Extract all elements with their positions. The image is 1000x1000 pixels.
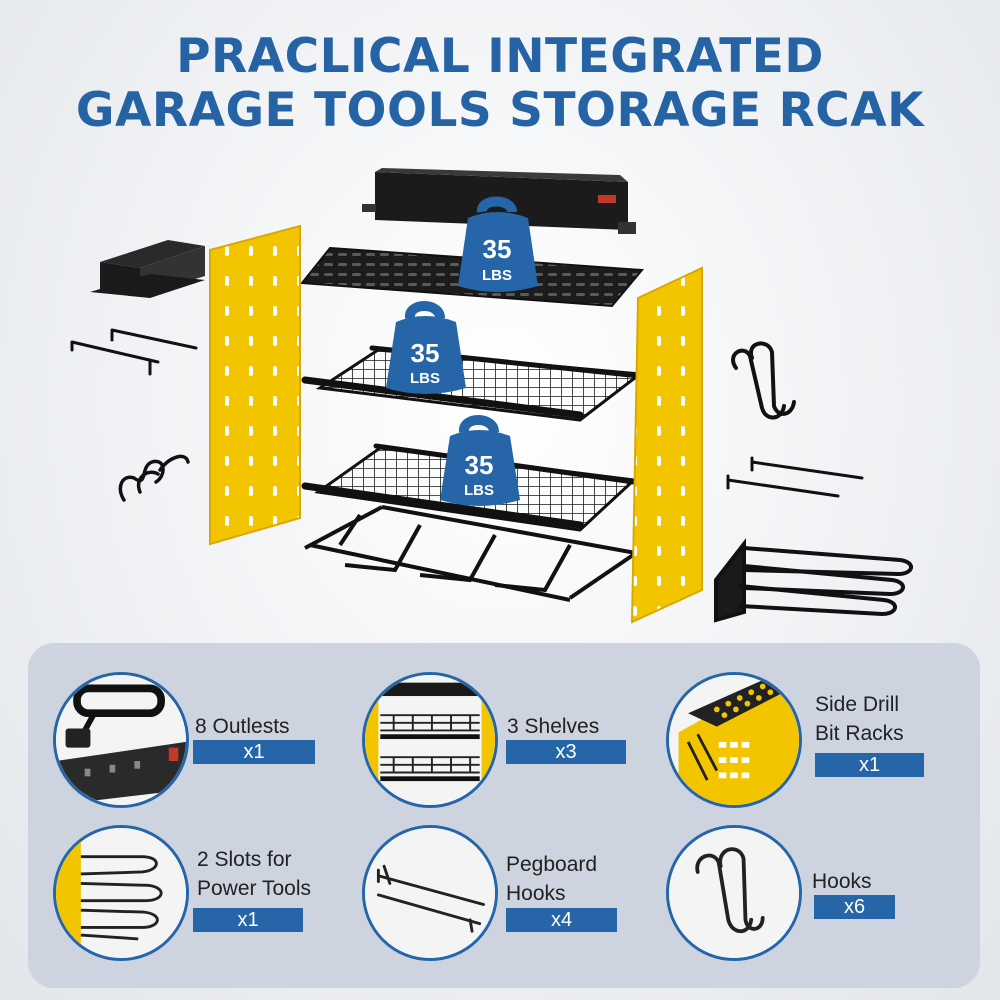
weight-number: 35	[411, 338, 440, 368]
weight-number: 35	[483, 234, 512, 264]
rack-exploded-illustration: 35 LBS 35 LBS 35 LBS	[70, 168, 913, 624]
feature-qty-shelves: x3	[506, 740, 626, 764]
power-strip-icon	[53, 672, 189, 808]
feature-qty-power-tool-slots: x1	[193, 908, 303, 932]
weight-badge-bottom: 35 LBS	[440, 415, 520, 506]
left-s-hooks	[118, 454, 190, 502]
weight-badge-middle: 35 LBS	[386, 301, 466, 394]
feature-label-drill-bit-racks: Side Drill Bit Racks	[815, 693, 904, 745]
feature-label-pegboard-hooks: Pegboard Hooks	[506, 853, 598, 905]
feature-label-outlets: 8 Outlests	[195, 715, 290, 738]
feature-qty-drill-bit-racks: x1	[815, 753, 924, 777]
weight-unit: LBS	[482, 267, 512, 284]
feature-qty-outlets: x1	[193, 740, 315, 764]
right-side-panel	[630, 266, 703, 624]
page-title: PRACLICAL INTEGRATED GARAGE TOOLS STORAG…	[0, 30, 1000, 138]
drill-bit-rack-part	[90, 240, 205, 298]
weight-number: 35	[465, 450, 494, 480]
feature-qty-hooks: x6	[814, 895, 895, 919]
right-pegboard-hooks	[726, 456, 864, 498]
weight-unit: LBS	[410, 370, 440, 387]
title-line-1: PRACLICAL INTEGRATED	[176, 29, 824, 84]
weight-badge-top: 35 LBS	[458, 196, 538, 292]
feature-qty-pegboard-hooks: x4	[506, 908, 617, 932]
right-power-tool-holder	[714, 538, 913, 623]
features-panel	[28, 643, 980, 988]
s-hook-icon	[666, 825, 802, 961]
feature-label-shelves: 3 Shelves	[507, 715, 600, 738]
middle-shelf-part	[301, 345, 644, 422]
feature-label-hooks: Hooks	[812, 870, 872, 893]
pegboard-hook-icon	[362, 825, 498, 961]
shelves-icon	[362, 672, 498, 808]
right-s-hooks	[731, 341, 796, 420]
weight-unit: LBS	[464, 482, 494, 499]
feature-label-power-tool-slots: 2 Slots for Power Tools	[197, 848, 312, 900]
left-side-panel	[209, 224, 301, 546]
drill-bit-rack-icon	[666, 672, 802, 808]
left-pegboard-hooks	[70, 328, 198, 376]
power-tool-slots-icon	[53, 825, 189, 961]
power-tool-rack-part	[304, 505, 638, 602]
title-line-2: GARAGE TOOLS STORAGE RCAK	[75, 83, 925, 138]
